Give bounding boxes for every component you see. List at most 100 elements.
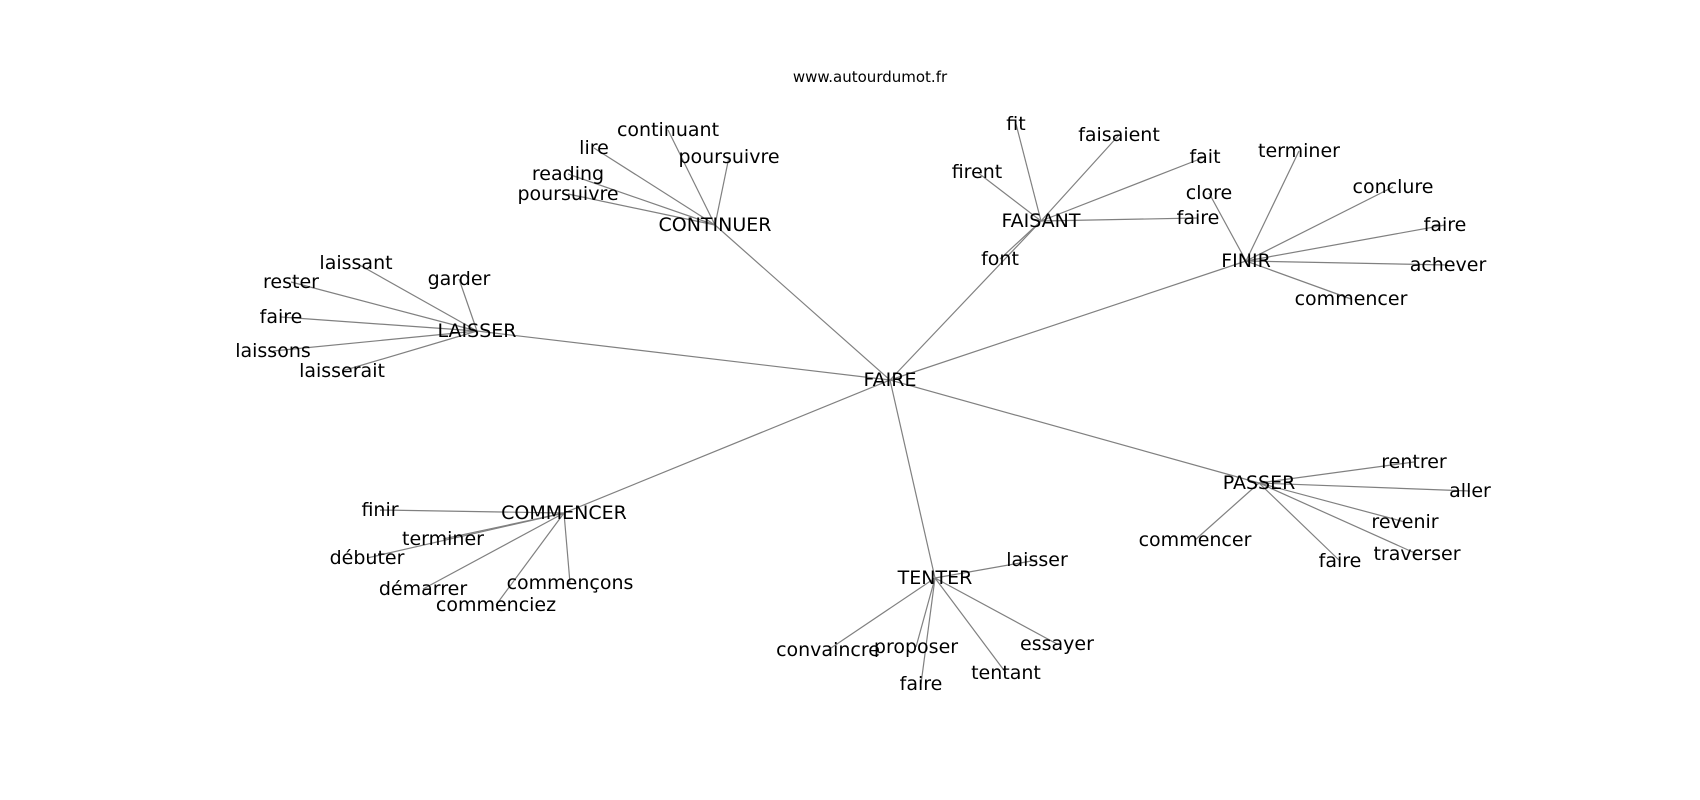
- edges-layer: [272, 123, 1471, 685]
- edge-center-continuer: [714, 224, 891, 381]
- edge-faisant-2: [1040, 156, 1206, 222]
- edge-finir-2: [1208, 192, 1247, 262]
- leaf-node-passer-1: aller: [1449, 480, 1491, 502]
- leaf-node-faisant-4: faire: [1177, 207, 1220, 229]
- edge-center-finir: [889, 260, 1247, 381]
- leaf-node-finir-5: commencer: [1295, 288, 1408, 310]
- leaf-node-laisser-0: laissant: [319, 252, 392, 274]
- hub-node-commencer: COMMENCER: [501, 502, 627, 524]
- leaf-node-passer-3: revenir: [1371, 511, 1438, 533]
- edge-continuer-4: [567, 193, 716, 226]
- leaf-node-finir-3: faire: [1424, 214, 1467, 236]
- hub-node-faisant: FAISANT: [1001, 210, 1080, 232]
- edge-passer-0: [1258, 461, 1415, 484]
- edge-tenter-4: [934, 577, 1007, 674]
- edge-faisant-4: [1040, 217, 1199, 222]
- edge-passer-5: [1258, 482, 1341, 562]
- edge-continuer-3: [567, 173, 716, 226]
- edge-commencer-0: [379, 509, 565, 514]
- hub-node-finir: FINIR: [1221, 250, 1271, 272]
- leaf-node-commencer-1: terminer: [402, 528, 484, 550]
- edge-finir-4: [1245, 260, 1449, 266]
- hub-node-continuer: CONTINUER: [659, 214, 772, 236]
- edge-laisser-1: [458, 278, 478, 332]
- leaf-node-continuer-4: poursuivre: [517, 183, 618, 205]
- leaf-node-finir-1: conclure: [1353, 176, 1434, 198]
- edge-center-faisant: [889, 220, 1042, 381]
- edge-continuer-0: [667, 129, 716, 226]
- labels-layer: www.autourdumot.fr FAIRE CONTINUER continu…: [235, 68, 1491, 695]
- edge-finir-5: [1245, 260, 1352, 300]
- leaf-node-laisser-2: rester: [263, 271, 319, 293]
- leaf-node-faisant-1: faisaient: [1078, 124, 1160, 146]
- edge-faisant-0: [1015, 123, 1042, 222]
- edge-laisser-3: [280, 316, 478, 332]
- edge-laisser-5: [341, 330, 478, 372]
- watermark: www.autourdumot.fr: [793, 68, 948, 86]
- edge-faisant-5: [999, 220, 1042, 260]
- leaf-node-passer-2: commencer: [1139, 529, 1252, 551]
- edge-finir-1: [1245, 186, 1394, 262]
- edge-faisant-3: [976, 171, 1042, 222]
- leaf-node-continuer-0: continuant: [617, 119, 719, 141]
- edge-continuer-1: [593, 147, 716, 226]
- leaf-node-continuer-1: lire: [579, 137, 609, 159]
- hub-node-passer: PASSER: [1223, 472, 1296, 494]
- leaf-node-tenter-2: convaincre: [776, 639, 880, 661]
- edge-center-passer: [889, 379, 1260, 484]
- hub-node-laisser: LAISSER: [438, 320, 517, 342]
- edge-faisant-1: [1040, 134, 1120, 222]
- edge-tenter-2: [827, 577, 936, 651]
- leaf-node-tenter-1: essayer: [1020, 633, 1094, 655]
- leaf-node-finir-4: achever: [1410, 254, 1487, 276]
- edge-passer-3: [1258, 482, 1406, 523]
- leaf-node-laisser-4: laissons: [235, 340, 311, 362]
- leaf-node-laisser-3: faire: [260, 306, 303, 328]
- leaf-node-finir-0: terminer: [1258, 140, 1340, 162]
- edge-tenter-5: [920, 577, 936, 685]
- edge-center-tenter: [889, 379, 936, 579]
- edge-passer-4: [1258, 482, 1418, 555]
- edge-continuer-2: [714, 156, 730, 226]
- edge-laisser-2: [290, 281, 478, 332]
- leaf-node-tenter-4: tentant: [971, 662, 1041, 684]
- edge-tenter-1: [934, 577, 1058, 645]
- leaf-node-commencer-5: commenciez: [436, 594, 556, 616]
- leaf-node-laisser-1: garder: [428, 268, 491, 290]
- edge-finir-0: [1245, 150, 1300, 262]
- edge-tenter-0: [934, 559, 1038, 579]
- leaf-node-tenter-5: faire: [900, 673, 943, 695]
- leaf-node-continuer-2: poursuivre: [678, 146, 779, 168]
- leaf-node-faisant-3: firent: [952, 161, 1003, 183]
- edge-passer-2: [1194, 482, 1260, 541]
- leaf-node-commencer-3: commençons: [507, 572, 634, 594]
- edge-commencer-3: [563, 512, 571, 584]
- edge-center-laisser: [476, 330, 891, 381]
- edge-passer-1: [1258, 482, 1471, 492]
- edge-commencer-4: [422, 512, 565, 590]
- leaf-node-faisant-5: font: [981, 248, 1019, 270]
- leaf-node-continuer-3: reading: [532, 163, 604, 185]
- leaf-node-laisser-5: laisserait: [299, 360, 385, 382]
- edge-center-commencer: [563, 379, 891, 514]
- leaf-node-passer-4: traverser: [1373, 543, 1460, 565]
- leaf-node-commencer-2: débuter: [330, 547, 405, 569]
- leaf-node-faisant-0: fit: [1006, 113, 1025, 135]
- edge-laisser-0: [355, 262, 478, 332]
- edge-finir-3: [1245, 224, 1446, 262]
- edge-commencer-2: [366, 512, 565, 559]
- leaf-node-commencer-4: démarrer: [379, 578, 467, 600]
- leaf-node-commencer-0: finir: [361, 499, 398, 521]
- leaf-node-finir-2: clore: [1186, 182, 1232, 204]
- edge-commencer-5: [495, 512, 565, 606]
- edge-tenter-3: [915, 577, 936, 648]
- leaf-node-tenter-0: laisser: [1006, 549, 1068, 571]
- edge-laisser-4: [272, 330, 478, 352]
- leaf-node-passer-5: faire: [1319, 550, 1362, 572]
- leaf-node-passer-0: rentrer: [1381, 451, 1447, 473]
- leaf-node-tenter-3: proposer: [874, 636, 958, 658]
- leaf-node-faisant-2: fait: [1189, 146, 1220, 168]
- hub-node-tenter: TENTER: [897, 567, 973, 589]
- center-node: FAIRE: [864, 369, 917, 391]
